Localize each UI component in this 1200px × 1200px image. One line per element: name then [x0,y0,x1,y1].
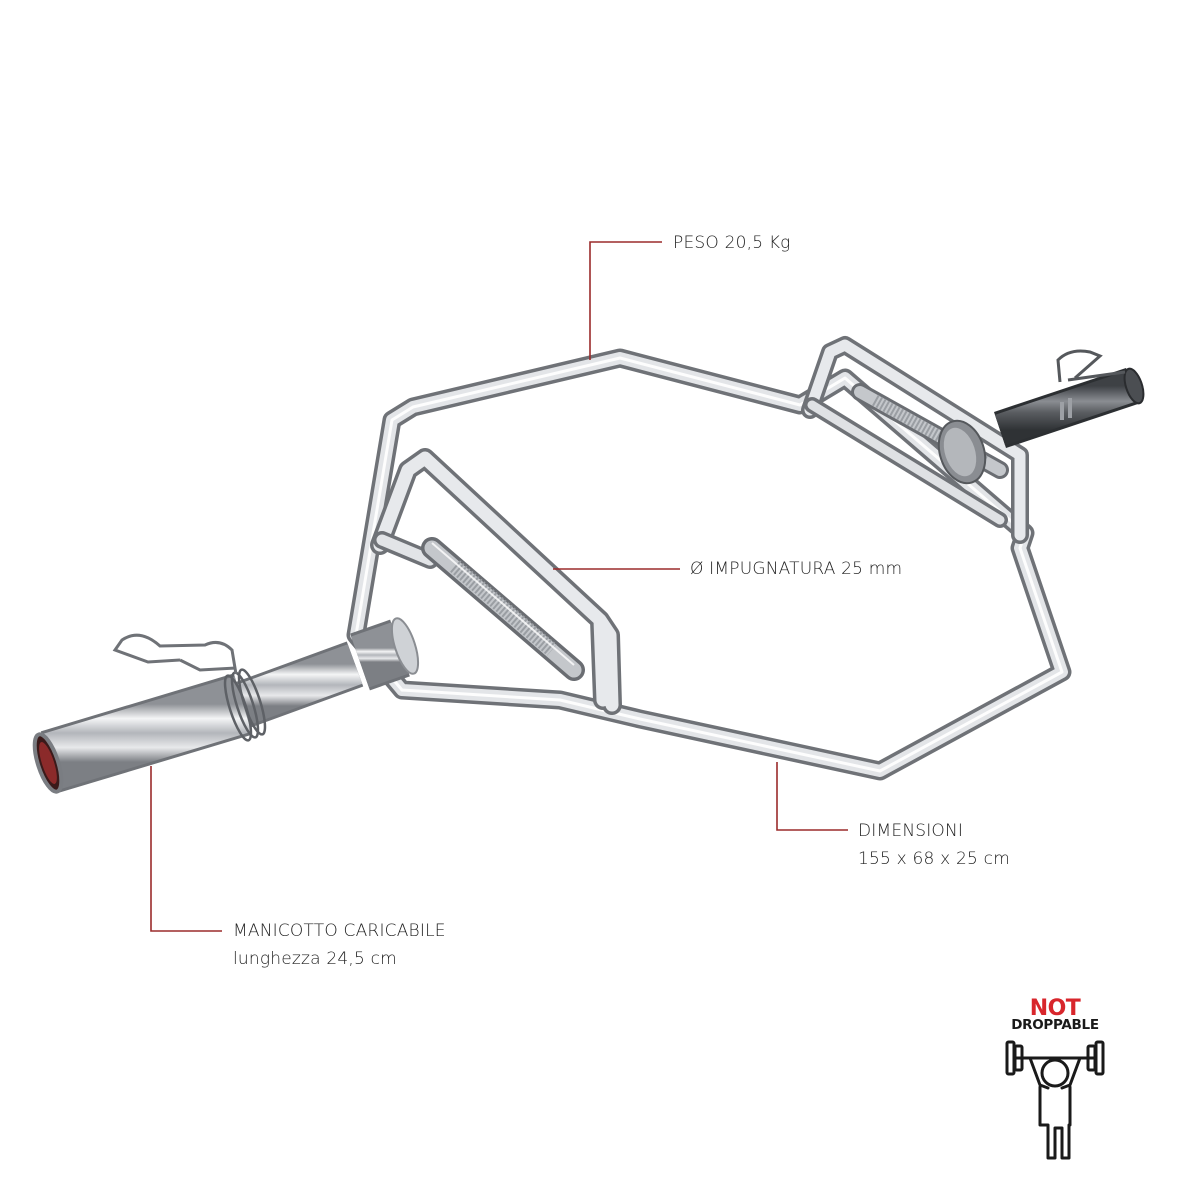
leader-lines [150,241,848,932]
grip-diameter-label: Ø IMPUGNATURA 25 mm [690,559,903,579]
weight-label: PESO 20,5 Kg [673,233,791,253]
weight-callout: PESO 20,5 Kg [673,229,791,257]
leader-line-dimensions [776,762,848,831]
grip-callout: Ø IMPUGNATURA 25 mm [690,555,902,583]
leader-line-sleeve [150,766,222,932]
front-sleeve [32,617,420,794]
sleeve-title: MANICOTTO CARICABILE [233,921,446,941]
hex-frame [346,348,1072,781]
front-handle-frame [370,448,622,715]
sleeve-callout: MANICOTTO CARICABILE lunghezza 24,5 cm [233,917,446,973]
back-handle-frame [801,336,1029,544]
not-droppable-icon [1005,1040,1105,1160]
badge-not-label: NOT [1029,996,1081,1021]
dimensions-callout: DIMENSIONI 155 x 68 x 25 cm [858,817,1010,873]
dimensions-value: 155 x 68 x 25 cm [858,849,1010,869]
leader-line-peso [589,241,662,360]
badge-droppable-label: DROPPABLE [1011,1017,1099,1033]
front-grip [421,537,585,681]
back-sleeve [937,349,1145,485]
dimensions-title: DIMENSIONI [858,821,964,841]
sleeve-value: lunghezza 24,5 cm [233,949,397,969]
